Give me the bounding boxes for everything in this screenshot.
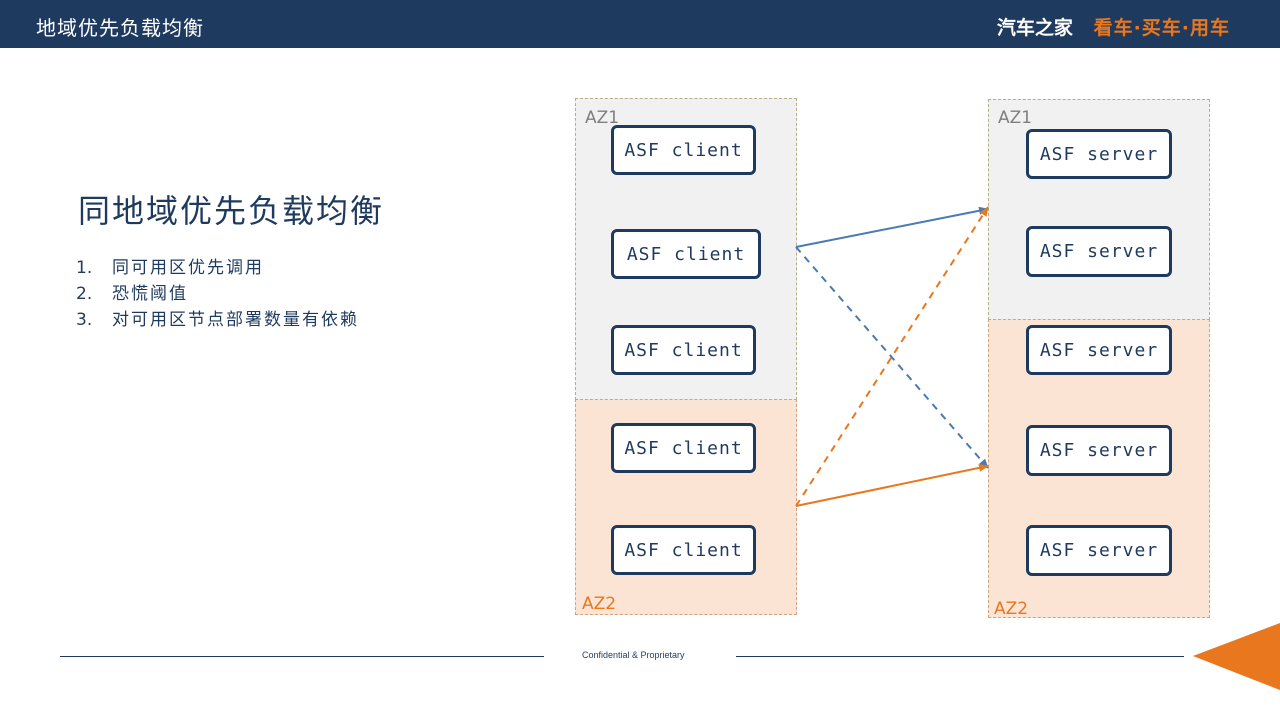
brand-logo: 汽车之家 看车·买车·用车: [997, 13, 1230, 40]
client-az2-label: AZ2: [582, 594, 617, 614]
server-az2-label: AZ2: [994, 599, 1029, 619]
client-az1-label: AZ1: [585, 108, 620, 128]
bullet-number: 2.: [76, 284, 93, 304]
brand-slogan: 看车·买车·用车: [1093, 17, 1230, 39]
az1-local-arrow: [795, 206, 989, 248]
footer-rule-right: [736, 656, 1184, 657]
bullet-text: 同可用区优先调用: [112, 258, 264, 278]
bullet-item: 3. 对可用区节点部署数量有依赖: [76, 307, 359, 333]
confidential-note: Confidential & Proprietary: [582, 650, 685, 660]
client-node: ASF client: [611, 525, 756, 575]
server-node: ASF server: [1026, 325, 1172, 375]
bullet-text: 对可用区节点部署数量有依赖: [112, 310, 359, 330]
server-node: ASF server: [1026, 226, 1172, 277]
bullet-item: 1. 同可用区优先调用: [76, 255, 359, 281]
az2-local-arrow: [795, 463, 989, 507]
client-node: ASF client: [611, 423, 756, 473]
bullet-item: 2. 恐慌阈值: [76, 281, 359, 307]
az1-fallback-arrow: [795, 246, 989, 469]
bullet-number: 3.: [76, 310, 93, 330]
top-bar: 地域优先负载均衡 汽车之家 看车·买车·用车: [0, 0, 1280, 48]
server-node: ASF server: [1026, 525, 1172, 576]
slide-title: 同地域优先负载均衡: [78, 192, 385, 230]
server-node: ASF server: [1026, 425, 1172, 476]
server-az1-label: AZ1: [998, 108, 1033, 128]
client-node: ASF client: [611, 229, 761, 279]
header-title: 地域优先负载均衡: [36, 16, 204, 40]
bullet-number: 1.: [76, 258, 93, 278]
bullet-list: 1. 同可用区优先调用 2. 恐慌阈值 3. 对可用区节点部署数量有依赖: [76, 255, 359, 333]
footer-rule-left: [60, 656, 544, 657]
bullet-text: 恐慌阈值: [112, 284, 188, 304]
client-node: ASF client: [611, 325, 756, 375]
client-node: ASF client: [611, 125, 756, 175]
server-node: ASF server: [1026, 129, 1172, 179]
brand-name: 汽车之家: [996, 17, 1073, 39]
